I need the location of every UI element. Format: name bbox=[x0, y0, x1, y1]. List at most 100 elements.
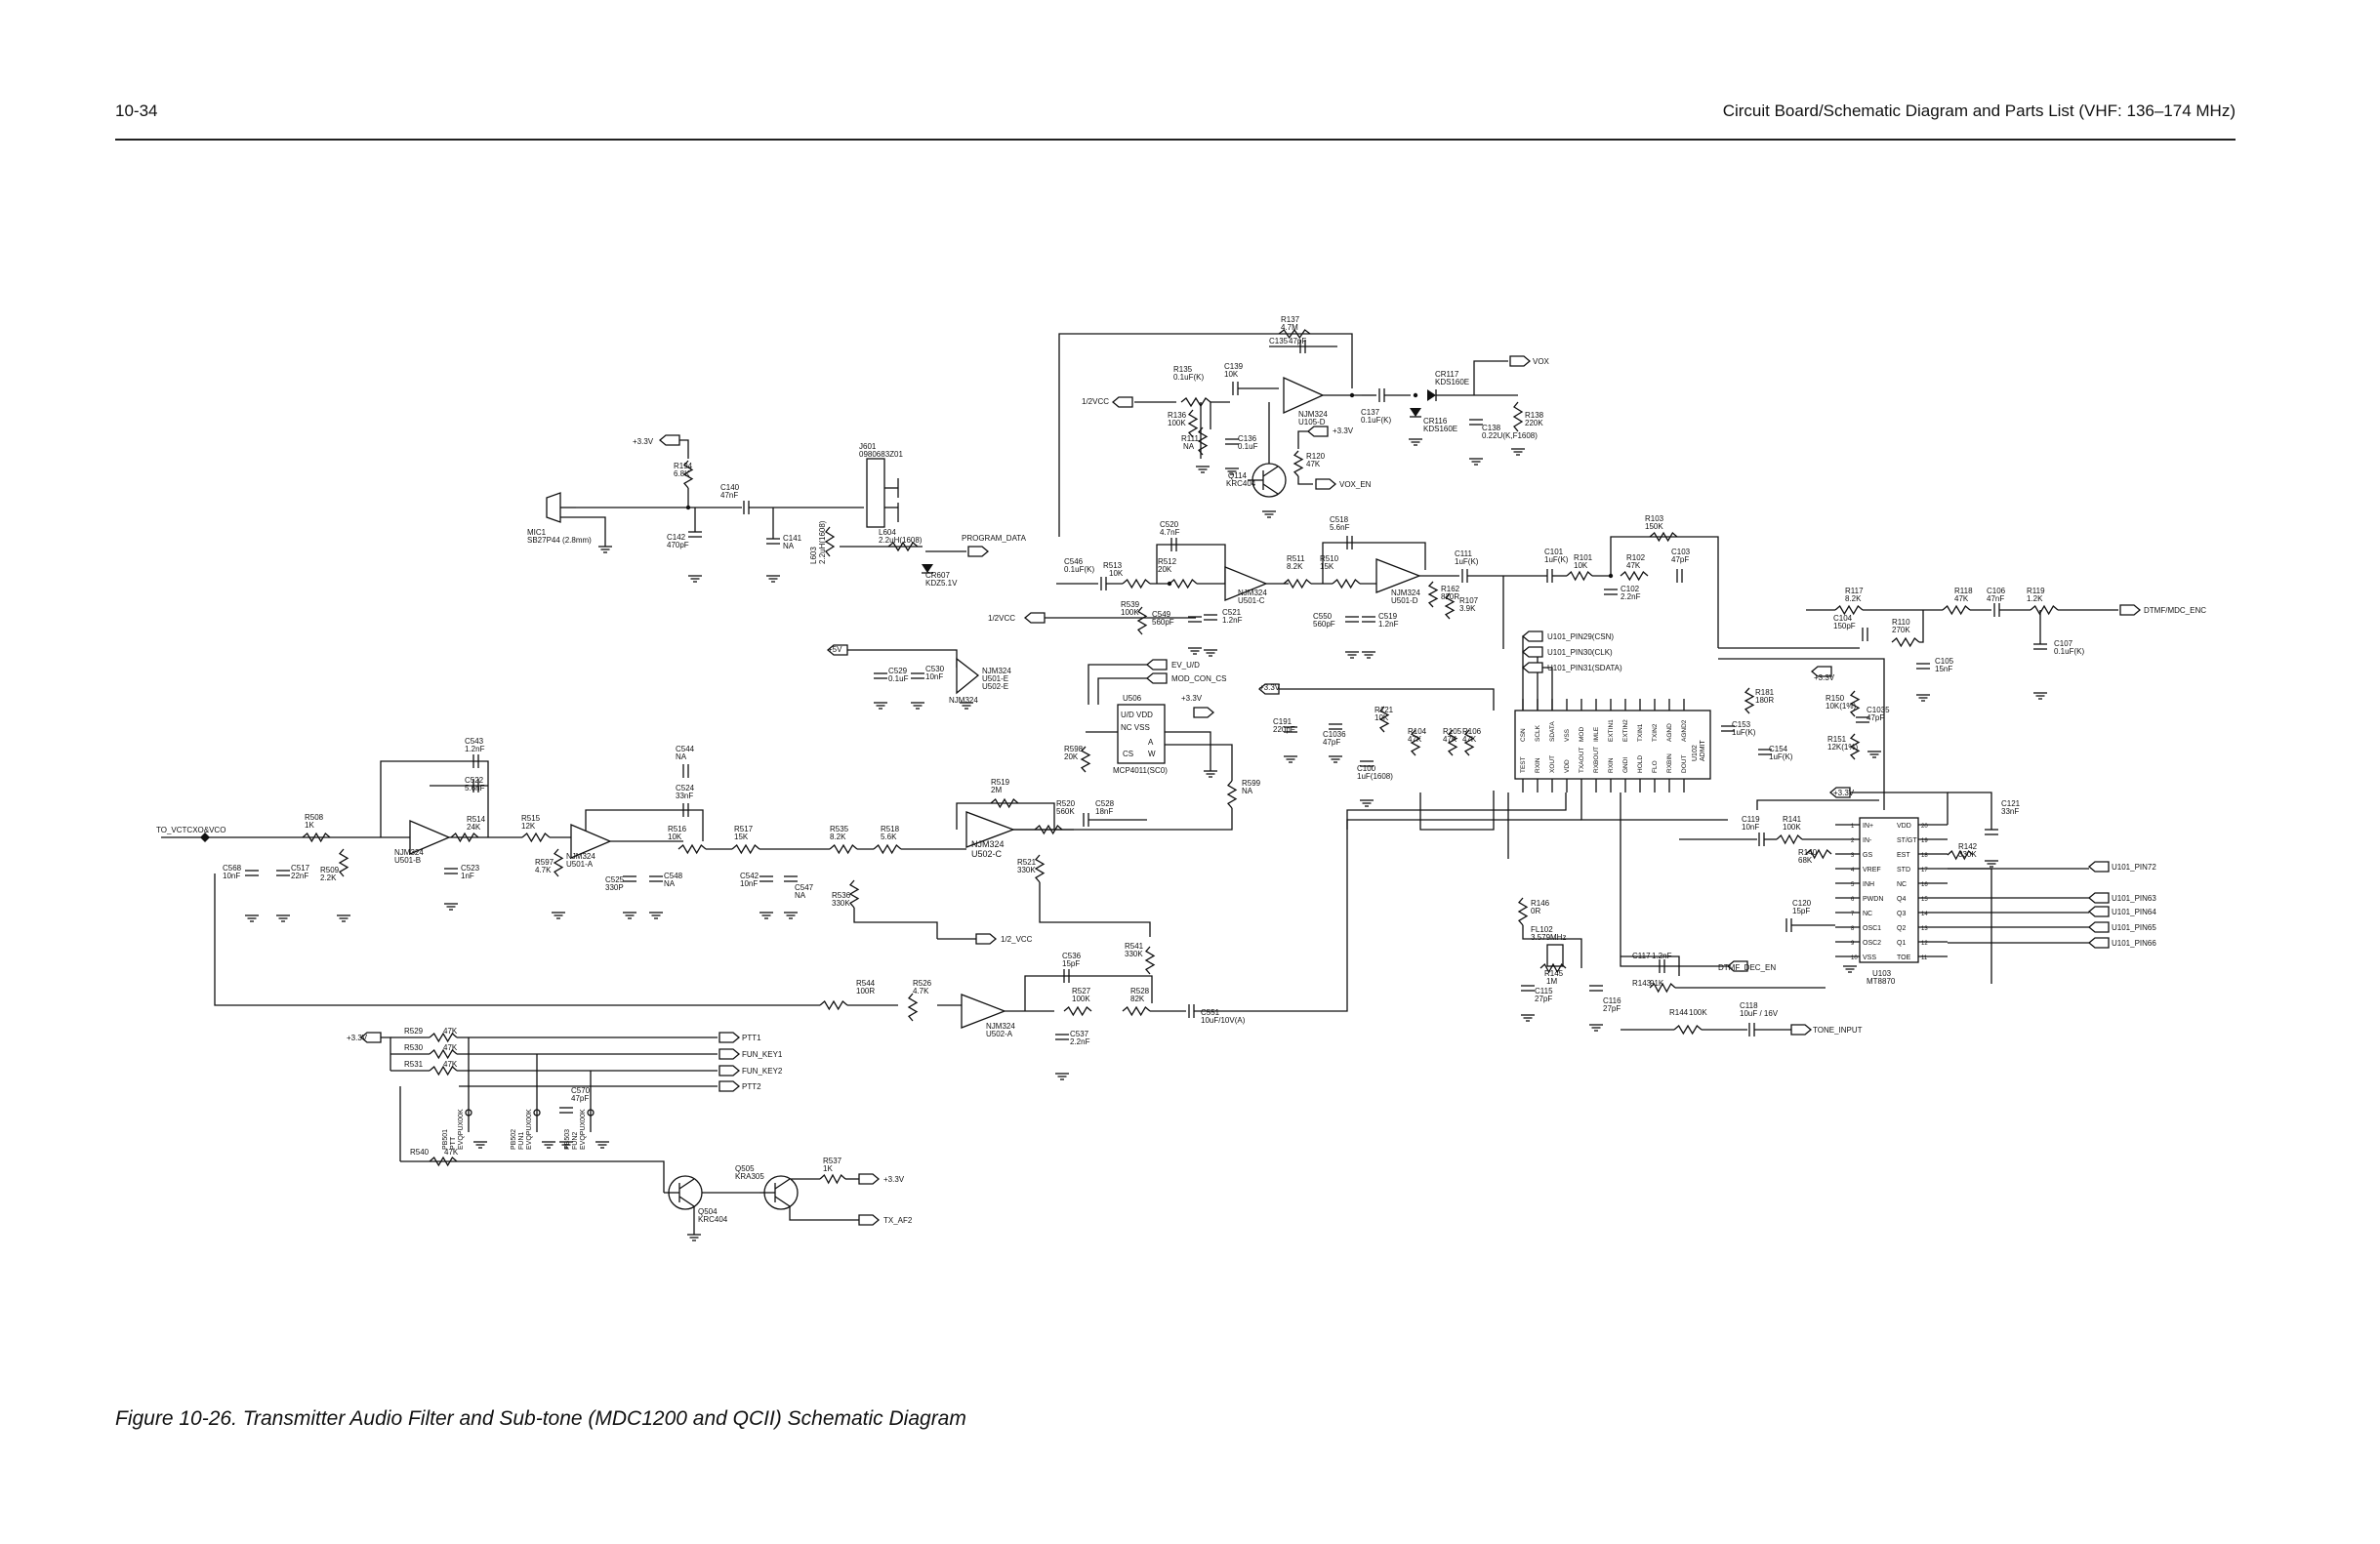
wire bbox=[1522, 925, 1582, 968]
part-label: 0.1uF(K) bbox=[1173, 373, 1204, 382]
u103-pin-num: 14 bbox=[1921, 912, 1928, 917]
part-label: 47K bbox=[443, 1043, 458, 1052]
part-label: L603 bbox=[809, 547, 818, 564]
u103-pin-num: 12 bbox=[1921, 941, 1928, 947]
part-label: C543 bbox=[465, 737, 484, 746]
u102-pin-bottom: TEST bbox=[1520, 756, 1527, 773]
wire bbox=[1610, 536, 1719, 576]
part-label: MOD_CON_CS bbox=[1171, 674, 1226, 683]
wire bbox=[853, 908, 938, 939]
wire bbox=[1948, 868, 1992, 984]
part-label: EVQPUX00K bbox=[458, 1109, 465, 1150]
part-label: NJM324 bbox=[982, 667, 1011, 675]
part-label: 22nF bbox=[291, 872, 308, 880]
part-label: 150K bbox=[1645, 522, 1663, 531]
part-label: C106 bbox=[1987, 587, 2006, 595]
junction-dot bbox=[1349, 392, 1355, 398]
u102-pin-bottom: TXAOUT bbox=[1579, 748, 1585, 773]
part-label: C117 bbox=[1632, 952, 1651, 960]
part-label: 220pF bbox=[1273, 725, 1295, 734]
u103-pin-left: OSC1 bbox=[1863, 925, 1881, 932]
part-label: C536 bbox=[1062, 952, 1082, 960]
part-label: 12K(1%) bbox=[1827, 743, 1858, 752]
part-label: 20K bbox=[1158, 565, 1172, 574]
part-label: C115 bbox=[1535, 987, 1553, 995]
resistor-r117 bbox=[1834, 604, 1864, 616]
resistor-r540 bbox=[429, 1156, 458, 1167]
resistor-r512 bbox=[1169, 578, 1198, 589]
wire bbox=[1279, 688, 1495, 711]
part-label: PB501 bbox=[442, 1129, 449, 1150]
part-label: U101_PIN65 bbox=[2112, 923, 2156, 932]
part-label: 10nF bbox=[1742, 823, 1759, 832]
part-label: R531 bbox=[404, 1060, 424, 1069]
part-label: 6.8K bbox=[674, 469, 690, 478]
u103-pin-right: NC bbox=[1897, 881, 1907, 888]
resistor-r138 bbox=[1512, 401, 1524, 432]
wire bbox=[400, 1160, 665, 1193]
part-label: R539 bbox=[1121, 600, 1140, 609]
part-label: FUN_KEY2 bbox=[742, 1067, 783, 1076]
wire bbox=[1165, 731, 1211, 771]
op-amp-u501e bbox=[956, 657, 980, 695]
resistor-r121 bbox=[1378, 706, 1390, 733]
part-label: 10K bbox=[1224, 370, 1239, 379]
part-label: R512 bbox=[1158, 557, 1177, 566]
u102-pin-top: EXTIN2 bbox=[1622, 719, 1629, 742]
resistor-r141 bbox=[1776, 833, 1803, 845]
part-label: U506 bbox=[1123, 694, 1142, 703]
transistor-q505-collector bbox=[774, 1178, 791, 1190]
u102-pin-top: CSN bbox=[1520, 728, 1527, 742]
resistor-r136 bbox=[1187, 409, 1199, 438]
part-label: NA bbox=[795, 891, 806, 900]
part-label: Q505 bbox=[735, 1164, 755, 1173]
diode-cr116 bbox=[1410, 408, 1421, 417]
net-flag-u101-pin65 bbox=[2087, 921, 2110, 933]
part-label: C518 bbox=[1330, 515, 1349, 524]
part-label: 4.7K bbox=[535, 866, 552, 874]
wire bbox=[1087, 664, 1147, 705]
part-label: C546 bbox=[1064, 557, 1084, 566]
wire bbox=[380, 760, 489, 837]
part-label: 0.1uF(K) bbox=[1361, 416, 1391, 425]
net-flag-3v3-u102 bbox=[1257, 683, 1280, 695]
part-label: C523 bbox=[461, 864, 480, 873]
wire bbox=[693, 1179, 759, 1194]
part-label: PB503 bbox=[564, 1129, 571, 1150]
u102-pin-bottom: FLO bbox=[1652, 760, 1659, 773]
wire bbox=[1718, 658, 1885, 810]
part-label: C118 bbox=[1740, 1001, 1758, 1010]
net-label-dtmf-mdc-enc: DTMF/MDC_ENC bbox=[2144, 606, 2206, 615]
part-label: 0R bbox=[1531, 907, 1540, 915]
part-label: W bbox=[1148, 750, 1156, 758]
op-amp-u501d bbox=[1375, 558, 1421, 593]
part-label: 560K bbox=[1056, 807, 1075, 816]
part-label: R144 bbox=[1669, 1008, 1689, 1017]
part-label: U501-B bbox=[394, 856, 421, 865]
wire bbox=[679, 439, 689, 459]
part-label: 4.7M bbox=[1281, 323, 1298, 332]
u102-pin-top: MOD bbox=[1579, 727, 1585, 742]
part-label: C111 bbox=[1455, 549, 1472, 558]
part-label: C137 bbox=[1361, 408, 1380, 417]
resistor-r544 bbox=[819, 999, 848, 1011]
part-label: R511 bbox=[1287, 554, 1305, 563]
net-flag-ev-ud bbox=[1145, 659, 1168, 670]
u103-pin-num: 1 bbox=[1851, 824, 1855, 830]
resistor-r536 bbox=[848, 879, 860, 909]
net-flag-program-data bbox=[967, 546, 990, 557]
part-label: NJM324 bbox=[986, 1022, 1015, 1031]
resistor-r110 bbox=[1891, 636, 1920, 648]
resistor-r106 bbox=[1463, 729, 1475, 756]
part-label: 2.2nF bbox=[1070, 1037, 1090, 1046]
part-label: R536 bbox=[832, 891, 851, 900]
part-label: 0.22U(K,F1608) bbox=[1482, 431, 1538, 440]
part-label: KRC404 bbox=[698, 1215, 728, 1224]
part-label: R140 bbox=[1798, 848, 1818, 857]
part-label: R107 bbox=[1459, 596, 1479, 605]
transistor-q504-emitter bbox=[678, 1196, 695, 1207]
u103-pin-num: 15 bbox=[1921, 897, 1928, 903]
resistor-r142 bbox=[1947, 849, 1974, 861]
part-label: TONE_INPUT bbox=[1813, 1026, 1863, 1035]
